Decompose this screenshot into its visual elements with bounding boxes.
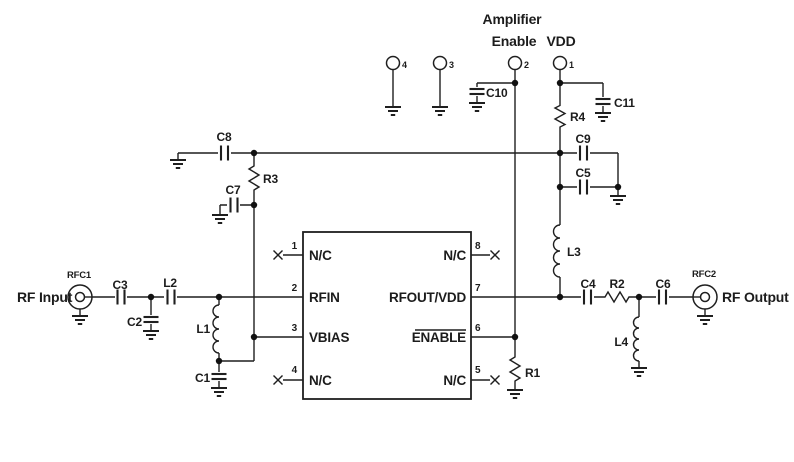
amplifier-enable-label-line1: Amplifier — [483, 11, 543, 27]
label-l1: L1 — [196, 322, 210, 336]
capacitor-c2 — [143, 315, 159, 324]
capacitor-c6 — [657, 289, 668, 305]
label-rfc1: RFC1 — [67, 270, 92, 281]
rf-output-label: RF Output — [722, 289, 789, 305]
ground-l4 — [630, 360, 648, 377]
text-labels: Amplifier Enable VDD 4 3 2 1 C10 C11 R4 … — [17, 11, 789, 388]
terminal-2-circle — [507, 55, 523, 71]
junction-dots — [147, 79, 643, 365]
label-l2: L2 — [163, 276, 177, 290]
capacitor-c1 — [211, 372, 227, 381]
ground-c8 — [169, 152, 187, 169]
vdd-label: VDD — [547, 33, 576, 49]
pin-number-4: 4 — [292, 365, 298, 376]
no-connect-icon — [489, 374, 501, 386]
no-connect-icon — [272, 249, 284, 261]
label-r3: R3 — [263, 172, 278, 186]
ground-terminal3 — [431, 99, 449, 116]
wires — [92, 69, 693, 381]
capacitor-c8 — [219, 145, 230, 161]
capacitor-c4 — [582, 289, 593, 305]
ground-rfc2 — [696, 308, 714, 325]
label-r4: R4 — [570, 110, 585, 124]
ic-pin-label-rfin: RFIN — [309, 290, 340, 305]
terminal-1-number: 1 — [569, 60, 574, 70]
label-c11: C11 — [614, 96, 635, 110]
no-connect-icon — [489, 249, 501, 261]
pin-number-6: 6 — [475, 323, 481, 334]
ground-symbols — [71, 95, 714, 399]
capacitor-c9 — [578, 145, 589, 161]
inductor-l1 — [212, 304, 220, 354]
label-c1: C1 — [195, 371, 210, 385]
label-c6: C6 — [656, 277, 671, 291]
ground-c11 — [594, 105, 612, 122]
pin-number-5: 5 — [475, 365, 481, 376]
ground-c7 — [211, 207, 229, 224]
label-c5: C5 — [576, 166, 591, 180]
label-c3: C3 — [113, 278, 128, 292]
terminal-3-number: 3 — [449, 60, 454, 70]
ground-c10 — [468, 95, 486, 112]
ic-pin-label-rfout-vdd: RFOUT/VDD — [389, 290, 466, 305]
no-connect-icon — [272, 374, 284, 386]
ground-terminal4 — [384, 99, 402, 116]
capacitor-c7 — [229, 197, 239, 213]
label-c9: C9 — [576, 132, 591, 146]
inductor-l4 — [632, 316, 640, 362]
ground-c5 — [609, 188, 627, 205]
capacitor-c3 — [116, 289, 126, 305]
ic-pin-label-vbias: VBIAS — [309, 330, 349, 345]
label-l4: L4 — [614, 335, 628, 349]
label-rfc2: RFC2 — [692, 269, 716, 280]
label-r2: R2 — [610, 277, 625, 291]
rf-output-connector — [692, 284, 718, 310]
resistor-r2 — [603, 290, 631, 304]
pin-number-1: 1 — [292, 241, 298, 252]
label-c7: C7 — [226, 183, 241, 197]
label-r1: R1 — [525, 366, 540, 380]
terminal-2-number: 2 — [524, 60, 529, 70]
ic-body — [272, 231, 501, 400]
label-c2: C2 — [127, 315, 142, 329]
pin-number-7: 7 — [475, 283, 481, 294]
amplifier-enable-label-line2: Enable — [492, 33, 537, 49]
terminal-4-circle — [385, 55, 401, 71]
ic-pin-label-enable: ENABLE — [412, 330, 466, 345]
rf-input-connector — [67, 284, 93, 310]
capacitor-c5 — [578, 179, 589, 195]
resistor-r4 — [553, 104, 567, 128]
ground-rfc1 — [71, 308, 89, 325]
components — [116, 87, 668, 383]
resistor-r1 — [508, 355, 522, 383]
inductor-l2 — [166, 289, 176, 305]
ic-pin-label-nc-1: N/C — [309, 248, 332, 263]
inductor-l3 — [552, 224, 561, 278]
resistor-r3 — [247, 164, 261, 192]
terminal-3-circle — [432, 55, 448, 71]
label-c8: C8 — [217, 130, 232, 144]
capacitor-c11 — [595, 97, 611, 106]
pin-number-3: 3 — [292, 323, 298, 334]
ic-pin-label-nc-5: N/C — [443, 373, 466, 388]
pin-number-8: 8 — [475, 241, 481, 252]
ground-c1 — [210, 380, 228, 397]
ground-r1 — [506, 382, 524, 399]
ic-pin-label-nc-4: N/C — [309, 373, 332, 388]
rf-input-label: RF Input — [17, 289, 73, 305]
terminal-4-number: 4 — [402, 60, 407, 70]
ground-c2 — [142, 323, 160, 340]
capacitor-c10 — [469, 87, 485, 96]
label-c4: C4 — [581, 277, 596, 291]
label-l3: L3 — [567, 245, 581, 259]
ic-pin-label-nc-8: N/C — [443, 248, 466, 263]
label-c10: C10 — [486, 86, 508, 100]
terminal-1-circle — [552, 55, 568, 71]
top-terminals — [385, 55, 568, 71]
pin-number-2: 2 — [292, 283, 298, 294]
